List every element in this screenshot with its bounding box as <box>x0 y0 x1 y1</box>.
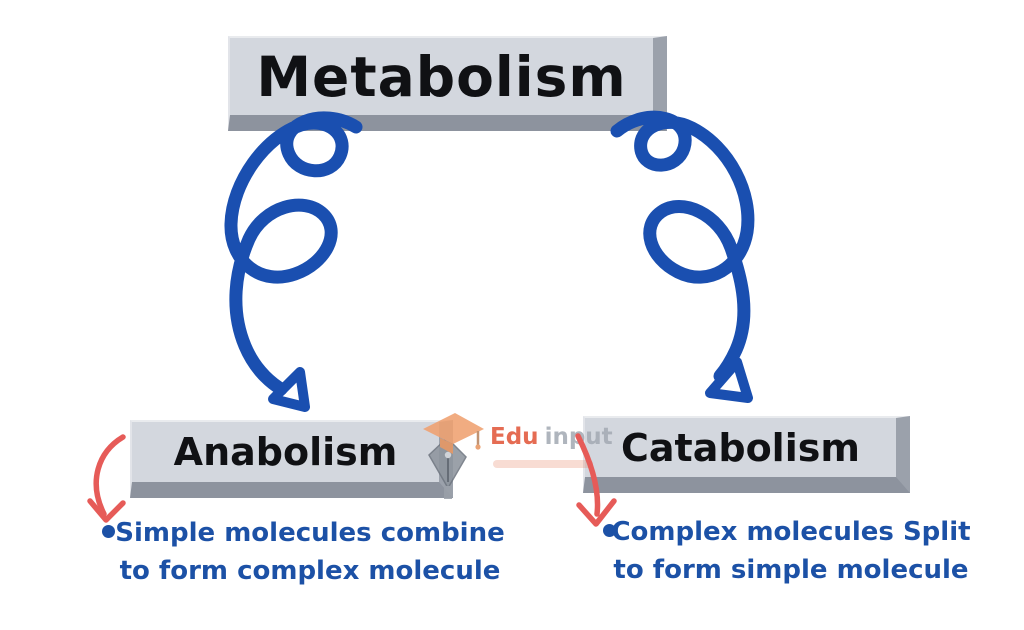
red-curved-arrow-left-icon <box>87 434 126 523</box>
anabolism-description-line1: Simple molecules combine <box>115 518 505 548</box>
anabolism-box: Anabolism <box>130 420 453 498</box>
title-box: Metabolism <box>228 36 667 131</box>
catabolism-description: Complex molecules Split to form simple m… <box>591 513 991 589</box>
anabolism-description-line2: to form complex molecule <box>119 556 501 586</box>
catabolism-box: Catabolism <box>583 416 910 493</box>
catabolism-description-line2: to form simple molecule <box>613 555 969 585</box>
watermark-tagline <box>493 460 593 468</box>
curly-spiral-arrow-left-icon <box>224 111 363 412</box>
watermark-logo <box>423 413 484 499</box>
pen-nib-icon <box>428 436 467 499</box>
catabolism-label: Catabolism <box>621 425 860 470</box>
graduation-cap-icon <box>423 413 484 454</box>
bullet-dot-right <box>603 524 616 537</box>
watermark-word-input: input <box>544 424 613 450</box>
diagram-title: Metabolism <box>256 44 627 109</box>
anabolism-description: Simple molecules combine to form complex… <box>92 514 528 590</box>
watermark-word-edu: Edu <box>490 424 539 450</box>
bullet-dot-left <box>102 525 115 538</box>
curly-spiral-arrow-right-icon <box>610 110 755 403</box>
catabolism-description-line1: Complex molecules Split <box>611 517 971 547</box>
anabolism-label: Anabolism <box>173 430 398 474</box>
